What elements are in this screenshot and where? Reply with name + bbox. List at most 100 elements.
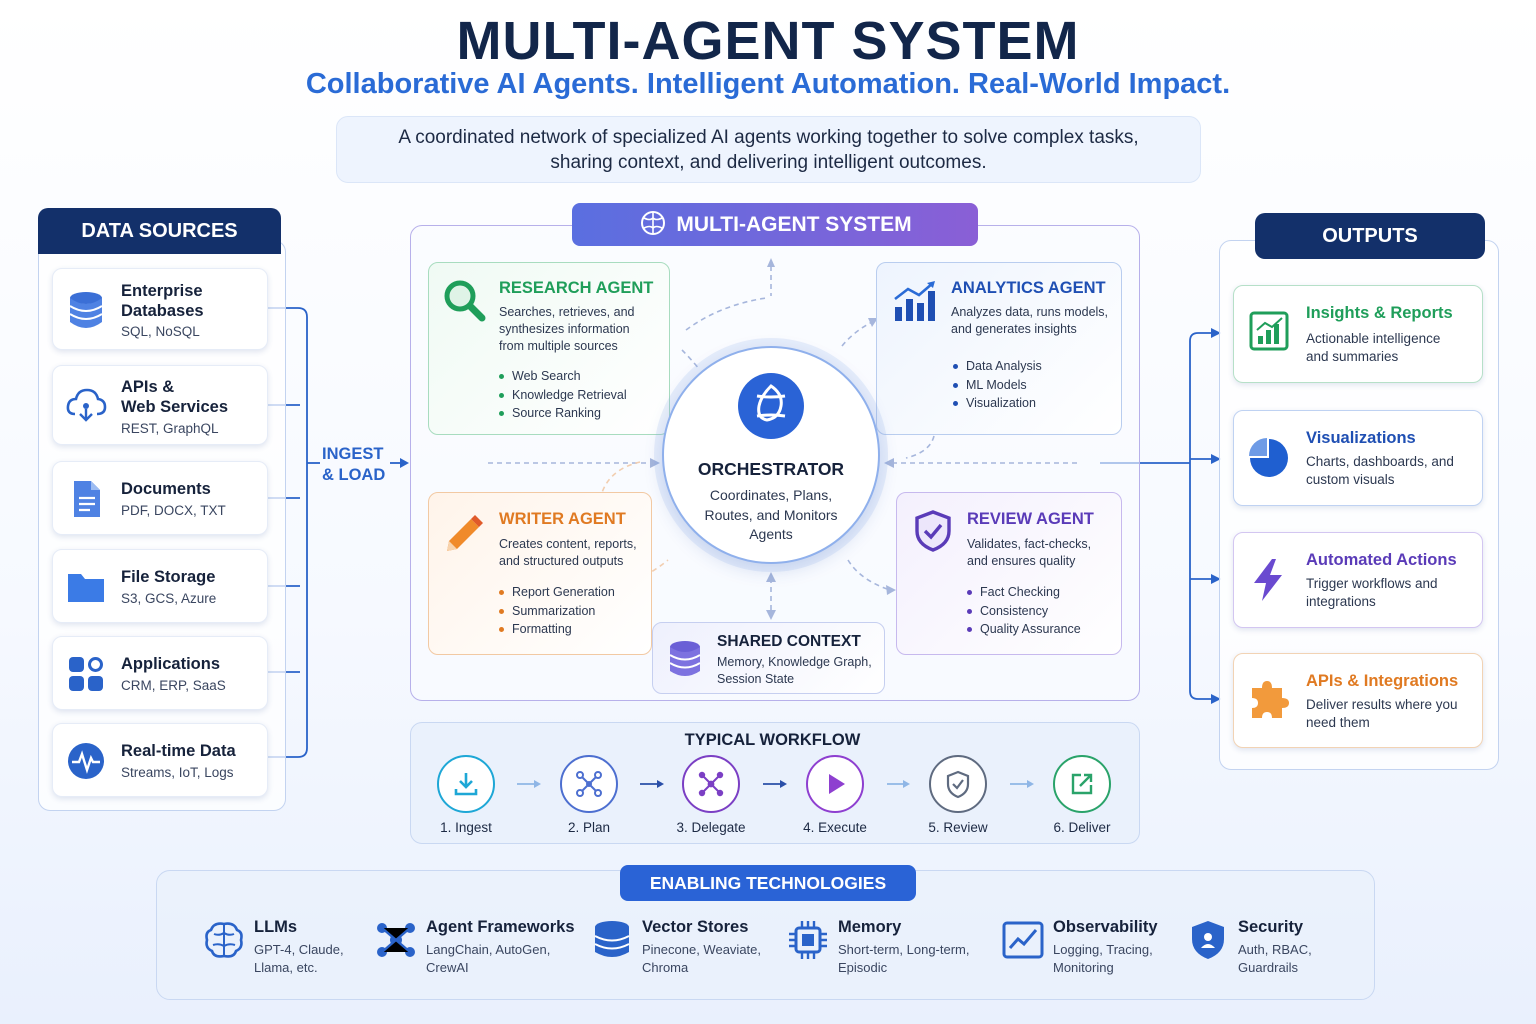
source-title: Applications	[121, 655, 221, 673]
tech-description: Auth, RBAC,Guardrails	[1238, 942, 1312, 975]
source-subtitle: REST, GraphQL	[121, 421, 219, 436]
list-item: Visualization	[953, 394, 1042, 413]
source-title: Documents	[121, 480, 211, 498]
intro-description: A coordinated network of specialized AI …	[336, 116, 1201, 183]
workflow-step-ingest[interactable]: 1. Ingest	[411, 755, 521, 835]
source-subtitle: Streams, IoT, Logs	[121, 765, 234, 780]
intro-line-1: A coordinated network of specialized AI …	[398, 127, 1139, 148]
agent-title: WRITER AGENT	[499, 510, 626, 528]
lightning-icon	[1254, 559, 1282, 601]
workflow-step-deliver[interactable]: 6. Deliver	[1027, 755, 1137, 835]
tech-title: Security	[1238, 918, 1304, 936]
list-item: Data Analysis	[953, 357, 1042, 376]
list-item: Formatting	[499, 620, 615, 639]
agent-title: ANALYTICS AGENT	[951, 279, 1106, 297]
workflow-step-execute[interactable]: 4. Execute	[780, 755, 890, 835]
writer-agent-card[interactable]: WRITER AGENT Creates content, reports, a…	[428, 492, 652, 655]
folder-icon	[68, 574, 104, 602]
source-card-file-storage[interactable]: File Storage S3, GCS, Azure	[52, 549, 268, 623]
database-icon	[69, 292, 103, 328]
tech-description: Logging, Tracing,Monitoring	[1053, 942, 1153, 975]
brain-circuit-icon	[641, 211, 666, 236]
shared-context-description: Memory, Knowledge Graph, Session State	[717, 655, 872, 686]
output-card-insights[interactable]: Insights & Reports Actionable intelligen…	[1233, 285, 1483, 383]
source-title: APIs &Web Services	[121, 378, 229, 416]
tech-description: GPT-4, Claude,Llama, etc.	[254, 942, 344, 975]
output-title: Insights & Reports	[1306, 304, 1453, 322]
chip-icon	[789, 921, 827, 959]
list-item: Knowledge Retrieval	[499, 386, 627, 405]
export-icon	[1053, 755, 1111, 813]
output-title: APIs & Integrations	[1306, 672, 1459, 690]
pencil-icon	[447, 515, 483, 551]
source-card-apis[interactable]: APIs &Web Services REST, GraphQL	[52, 365, 268, 445]
source-subtitle: CRM, ERP, SaaS	[121, 678, 226, 693]
tech-title: Memory	[838, 918, 902, 936]
list-item: ML Models	[953, 376, 1042, 395]
ingest-line-2: & LOAD	[322, 466, 386, 484]
workflow-step-label: 3. Delegate	[676, 820, 746, 835]
orchestrator-description: Coordinates, Plans, Routes, and Monitors…	[704, 487, 838, 542]
line-chart-icon	[1002, 921, 1044, 959]
source-title: File Storage	[121, 568, 216, 586]
agent-title: REVIEW AGENT	[967, 510, 1094, 528]
output-card-apis-integrations[interactable]: APIs & Integrations Deliver results wher…	[1233, 653, 1483, 748]
tech-title: LLMs	[254, 918, 298, 936]
list-item: Summarization	[499, 602, 615, 621]
delegate-nodes-icon	[682, 755, 740, 813]
agent-description: Creates content, reports, and structured…	[499, 537, 637, 568]
source-card-applications[interactable]: Applications CRM, ERP, SaaS	[52, 636, 268, 710]
shared-context-title: SHARED CONTEXT	[717, 633, 861, 650]
play-icon	[806, 755, 864, 813]
pulse-icon	[68, 743, 104, 779]
list-item: Consistency	[967, 602, 1081, 621]
database-icon	[669, 641, 701, 676]
review-agent-card[interactable]: REVIEW AGENT Validates, fact-checks, and…	[896, 492, 1122, 655]
analytics-agent-card[interactable]: ANALYTICS AGENT Analyzes data, runs mode…	[876, 262, 1122, 435]
agent-title: RESEARCH AGENT	[499, 279, 654, 297]
page-subtitle: Collaborative AI Agents. Intelligent Aut…	[305, 68, 1231, 100]
source-card-realtime[interactable]: Real-time Data Streams, IoT, Logs	[52, 723, 268, 797]
intro-line-2: sharing context, and delivering intellig…	[550, 152, 987, 173]
workflow-panel	[410, 722, 1140, 844]
shield-check-icon	[915, 510, 951, 552]
cloud-api-icon	[66, 388, 107, 422]
source-subtitle: PDF, DOCX, TXT	[121, 503, 226, 518]
workflow-step-review[interactable]: 5. Review	[903, 755, 1013, 835]
report-chart-icon	[1249, 311, 1289, 351]
pie-chart-icon	[1249, 438, 1288, 477]
agent-capabilities: Data Analysis ML Models Visualization	[953, 357, 1042, 413]
agent-capabilities: Report Generation Summarization Formatti…	[499, 583, 615, 639]
workflow-step-plan[interactable]: 2. Plan	[534, 755, 644, 835]
list-item: Source Ranking	[499, 404, 627, 423]
list-item: Web Search	[499, 367, 627, 386]
ingest-line-1: INGEST	[322, 445, 384, 463]
data-sources-heading: DATA SOURCES	[38, 208, 281, 254]
page-title: MULTI-AGENT SYSTEM	[456, 11, 1080, 71]
bar-chart-icon	[894, 281, 935, 321]
research-agent-card[interactable]: RESEARCH AGENT Searches, retrieves, and …	[428, 262, 670, 435]
orchestrator-node[interactable]: ORCHESTRATOR Coordinates, Plans, Routes,…	[662, 346, 880, 564]
agent-description: Validates, fact-checks, and ensures qual…	[967, 537, 1092, 568]
workflow-step-label: 5. Review	[928, 820, 988, 835]
agent-description: Searches, retrieves, and synthesizes inf…	[499, 305, 635, 353]
source-card-documents[interactable]: Documents PDF, DOCX, TXT	[52, 461, 268, 535]
shared-context-card[interactable]: SHARED CONTEXT Memory, Knowledge Graph, …	[652, 622, 885, 694]
download-icon	[437, 755, 495, 813]
orchestrator-icon	[738, 373, 804, 439]
vector-db-icon	[594, 921, 630, 957]
output-title: Automated Actions	[1306, 551, 1457, 569]
puzzle-icon	[1252, 681, 1289, 718]
workflow-step-delegate[interactable]: 3. Delegate	[656, 755, 766, 835]
workflow-step-label: 1. Ingest	[440, 820, 492, 835]
tech-title: Vector Stores	[642, 918, 749, 936]
document-icon	[74, 481, 100, 517]
security-shield-icon	[1192, 921, 1224, 959]
